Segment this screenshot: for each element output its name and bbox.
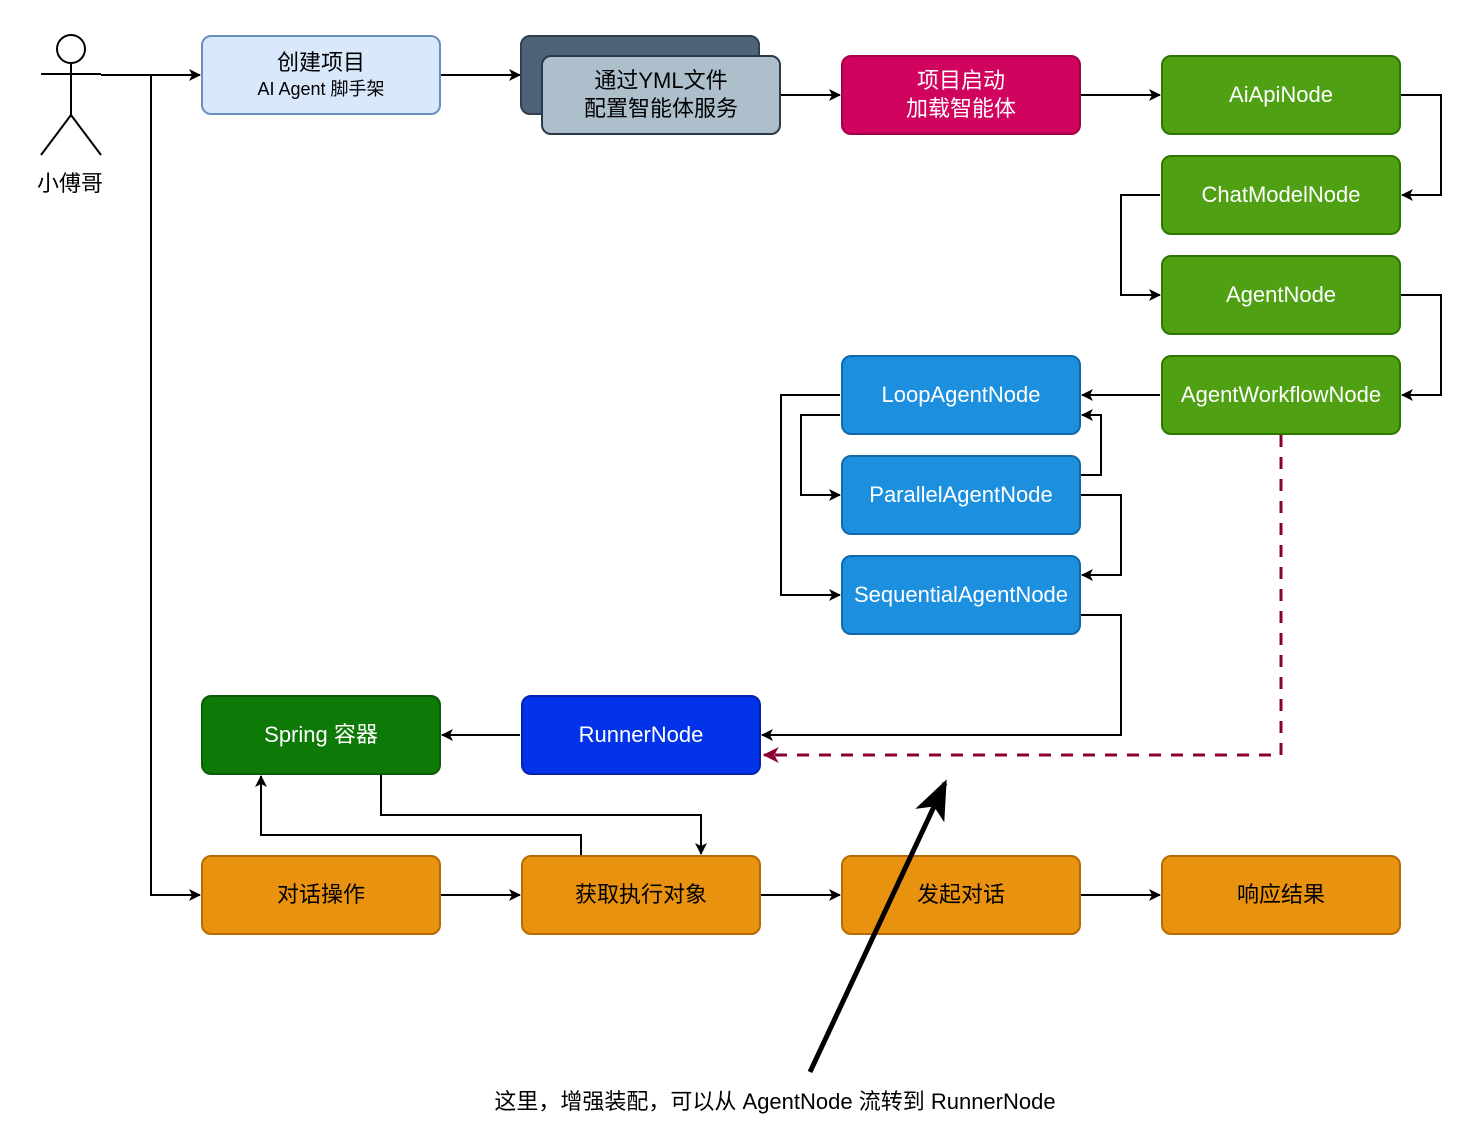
response-result-label: 响应结果: [1236, 882, 1325, 907]
agent-node[interactable]: AgentNode: [1161, 255, 1401, 335]
runner-node[interactable]: RunnerNode: [521, 695, 761, 775]
yml-config-line1: 通过YML文件: [594, 68, 728, 93]
annotation-text: 这里，增强装配，可以从 AgentNode 流转到 RunnerNode: [494, 1089, 1056, 1114]
yml-config-line2: 配置智能体服务: [583, 96, 738, 121]
edge-parallel-sequential: [1081, 494, 1122, 581]
person-icon: [40, 34, 102, 156]
spring-container-node[interactable]: Spring 容器: [201, 695, 441, 775]
parallel-agent-node-label: ParallelAgentNode: [869, 482, 1053, 507]
edge-executor-spring: [255, 775, 582, 855]
chat-operation-label: 对话操作: [276, 882, 365, 907]
project-start-node[interactable]: 项目启动 加载智能体: [841, 55, 1081, 135]
edge-parallel-loop: [1081, 409, 1102, 476]
response-result-node[interactable]: 响应结果: [1161, 855, 1401, 935]
create-project-subtitle: AI Agent 脚手架: [257, 79, 385, 99]
loop-agent-node[interactable]: LoopAgentNode: [841, 355, 1081, 435]
get-executor-label: 获取执行对象: [574, 882, 707, 907]
loop-agent-node-label: LoopAgentNode: [881, 382, 1041, 407]
edge-loop-parallel: [800, 414, 841, 501]
chat-model-node-label: ChatModelNode: [1201, 182, 1361, 207]
sequential-agent-node[interactable]: SequentialAgentNode: [841, 555, 1081, 635]
create-project-title: 创建项目: [276, 50, 365, 75]
edge-agent-workflow: [1401, 294, 1442, 401]
spring-container-label: Spring 容器: [264, 722, 378, 747]
parallel-agent-node[interactable]: ParallelAgentNode: [841, 455, 1081, 535]
chat-operation-node[interactable]: 对话操作: [201, 855, 441, 935]
agent-workflow-node[interactable]: AgentWorkflowNode: [1161, 355, 1401, 435]
ai-api-node-label: AiApiNode: [1229, 82, 1333, 107]
actor-label: 小傅哥: [36, 171, 103, 196]
edge-actor-chat: [150, 75, 201, 901]
ai-api-node[interactable]: AiApiNode: [1161, 55, 1401, 135]
start-chat-node[interactable]: 发起对话: [841, 855, 1081, 935]
agent-node-label: AgentNode: [1225, 282, 1337, 307]
yml-config-node[interactable]: 通过YML文件 配置智能体服务: [541, 55, 781, 135]
edge-chatmodel-agent: [1120, 194, 1161, 301]
get-executor-node[interactable]: 获取执行对象: [521, 855, 761, 935]
sequential-agent-node-label: SequentialAgentNode: [853, 582, 1069, 607]
project-start-line1: 项目启动: [916, 68, 1005, 93]
chat-model-node[interactable]: ChatModelNode: [1161, 155, 1401, 235]
project-start-line2: 加载智能体: [905, 96, 1016, 121]
edge-aiapi-chatmodel: [1401, 94, 1442, 201]
create-project-node[interactable]: 创建项目 AI Agent 脚手架: [201, 35, 441, 115]
agent-workflow-node-label: AgentWorkflowNode: [1180, 382, 1382, 407]
runner-node-label: RunnerNode: [578, 722, 704, 747]
start-chat-label: 发起对话: [916, 882, 1005, 907]
edge-spring-executor: [380, 775, 707, 855]
edge-loop-sequential: [780, 394, 841, 601]
